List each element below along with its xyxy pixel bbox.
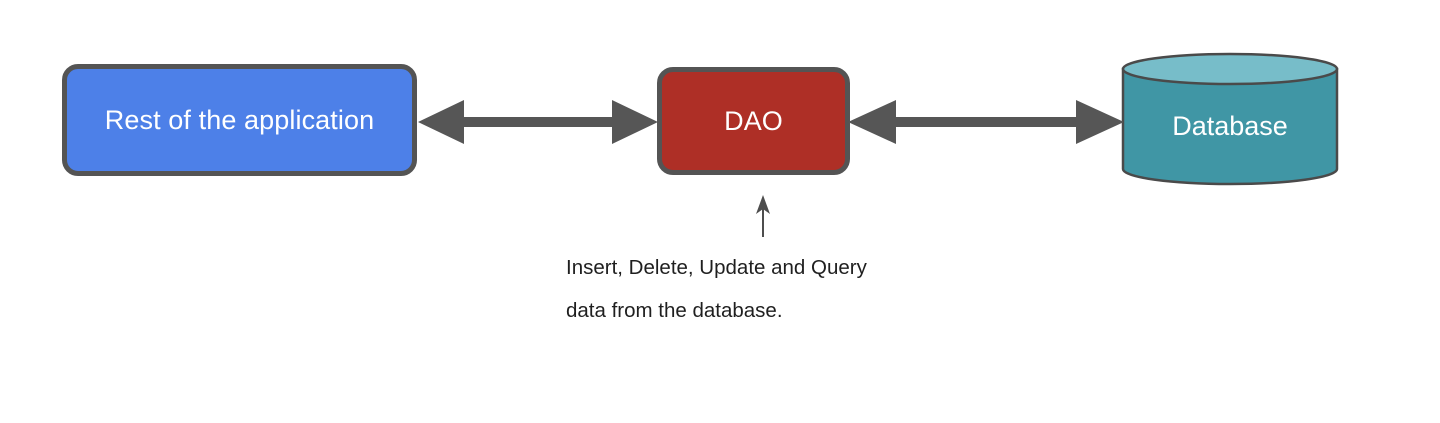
node-rest-of-the-application[interactable]: Rest of the application — [62, 64, 417, 176]
caption-text-block: Insert, Delete, Update and Query data fr… — [566, 246, 986, 332]
connector-caption-pointer-arrow — [756, 195, 770, 237]
node-label-rest-of-the-application: Rest of the application — [104, 104, 375, 135]
database-cylinder-shape — [1121, 52, 1339, 186]
connector-dao-database-double-arrow — [848, 100, 1124, 144]
node-label-dao: DAO — [724, 105, 783, 136]
node-dao[interactable]: DAO — [657, 67, 850, 175]
node-database[interactable]: Database — [1121, 52, 1339, 186]
caption-line-1: Insert, Delete, Update and Query — [566, 256, 867, 279]
connector-app-dao-double-arrow — [418, 100, 658, 144]
caption-line-2: data from the database. — [566, 299, 783, 322]
